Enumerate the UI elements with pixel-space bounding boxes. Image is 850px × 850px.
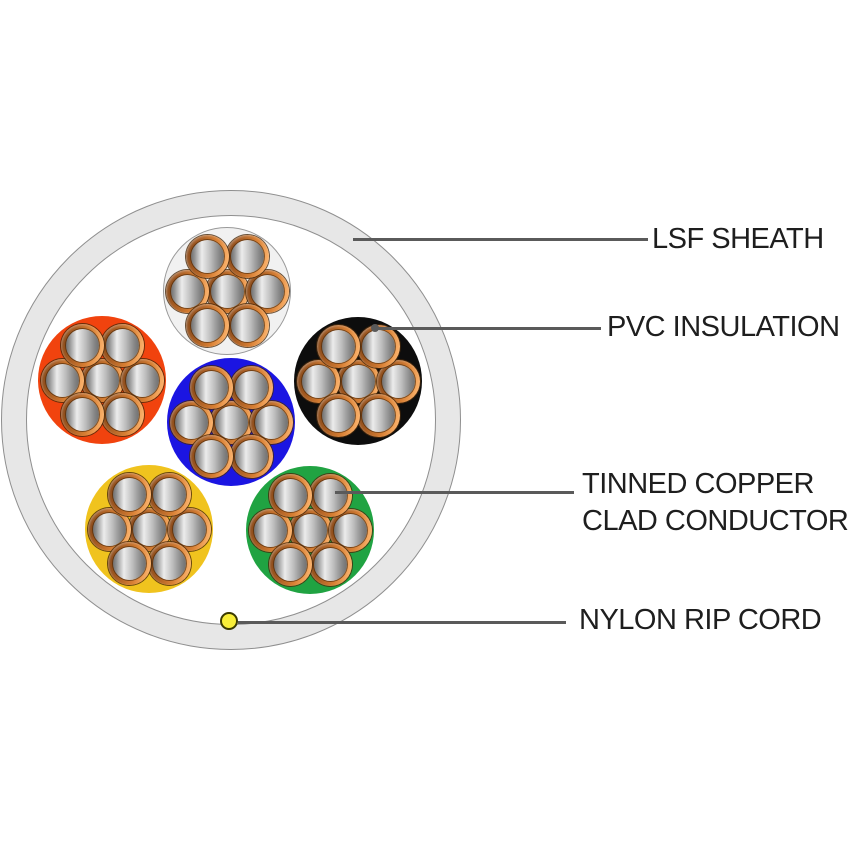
leader-dot-pvc (371, 324, 379, 332)
conductor-blue-5 (229, 435, 273, 478)
conductor-green-3 (308, 474, 352, 517)
conductor-black-6 (316, 394, 360, 437)
conductor-red-6 (60, 393, 104, 436)
label-tinned-line1: TINNED COPPER (582, 468, 814, 500)
conductor-red-4 (60, 324, 104, 367)
conductor-blue-6 (189, 435, 233, 478)
conductor-white-4 (185, 235, 229, 278)
leader-line-pvc (375, 326, 601, 330)
label-pvc-insulation: PVC INSULATION (607, 311, 840, 343)
conductor-white-6 (185, 304, 229, 347)
conductor-white-5 (225, 304, 269, 347)
conductor-black-4 (316, 325, 360, 368)
leader-line-nylon (238, 620, 566, 624)
conductor-blue-3 (229, 366, 273, 409)
conductor-blue-4 (189, 366, 233, 409)
conductor-red-3 (100, 324, 144, 367)
conductor-red-5 (100, 393, 144, 436)
conductor-green-4 (268, 474, 312, 517)
leader-line-lsf (353, 237, 648, 241)
label-lsf-sheath: LSF SHEATH (652, 223, 824, 255)
label-tinned-copper-clad-conductor: TINNED COPPER CLAD CONDUCTOR (582, 466, 849, 540)
conductor-yellow-6 (107, 542, 151, 585)
conductor-yellow-3 (147, 473, 191, 516)
conductor-green-5 (308, 543, 352, 586)
conductor-white-3 (225, 235, 269, 278)
conductor-yellow-5 (147, 542, 191, 585)
conductor-green-6 (268, 543, 312, 586)
label-tinned-line2: CLAD CONDUCTOR (582, 505, 849, 537)
conductor-yellow-4 (107, 473, 151, 516)
label-nylon-rip-cord: NYLON RIP CORD (579, 604, 822, 636)
conductor-black-3 (356, 325, 400, 368)
rip-cord-dot (220, 612, 238, 630)
conductor-black-5 (356, 394, 400, 437)
leader-line-tinned (335, 490, 574, 494)
conductor-white-1 (245, 269, 289, 313)
